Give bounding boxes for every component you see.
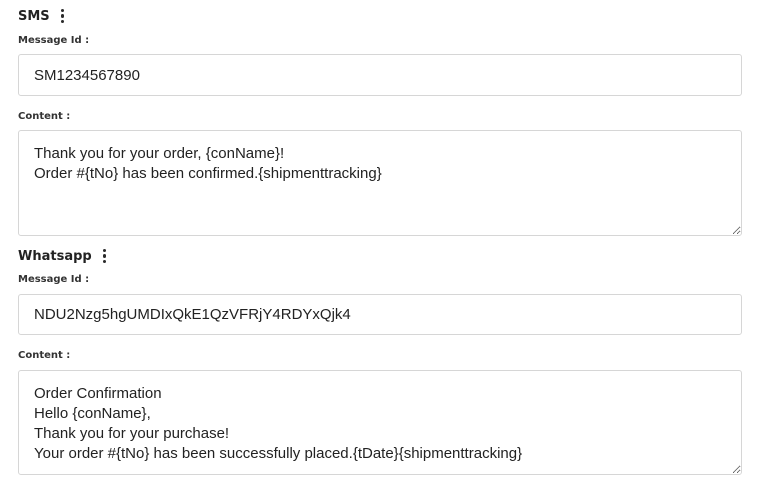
sms-section-header: SMS — [18, 6, 68, 26]
whatsapp-section-title: Whatsapp — [18, 248, 92, 264]
whatsapp-more-options-icon[interactable] — [100, 248, 110, 264]
whatsapp-message-id-input[interactable] — [18, 294, 742, 335]
whatsapp-content-textarea[interactable]: Order Confirmation Hello {conName}, Than… — [18, 370, 742, 475]
sms-more-options-icon[interactable] — [58, 8, 68, 24]
sms-section-title: SMS — [18, 8, 50, 24]
whatsapp-content-label: Content : — [18, 350, 71, 361]
whatsapp-message-id-label: Message Id : — [18, 274, 90, 285]
sms-content-textarea[interactable]: Thank you for your order, {conName}! Ord… — [18, 130, 742, 236]
sms-message-id-label: Message Id : — [18, 35, 90, 46]
sms-message-id-input[interactable] — [18, 54, 742, 96]
whatsapp-section-header: Whatsapp — [18, 246, 110, 266]
sms-content-label: Content : — [18, 111, 71, 122]
